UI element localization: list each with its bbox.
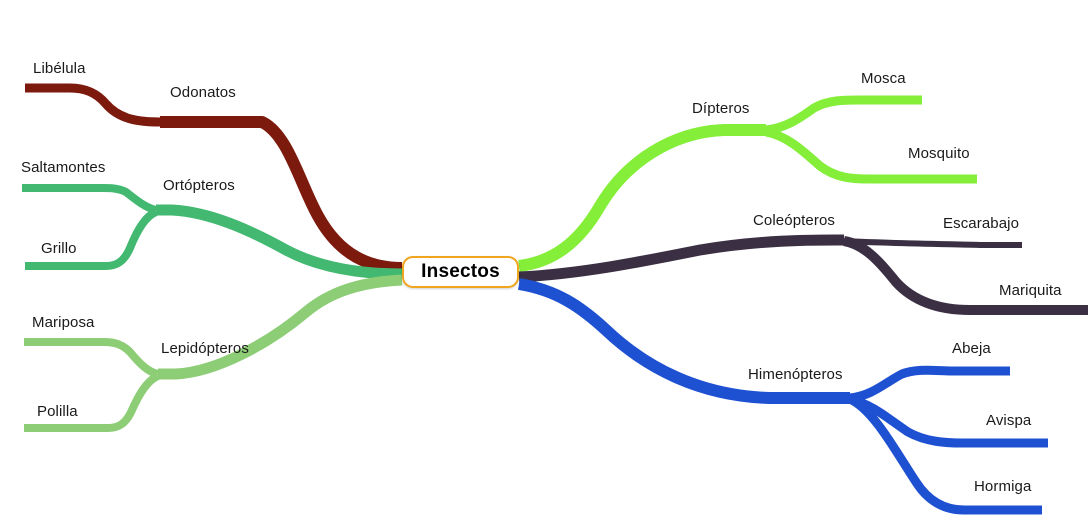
leaf-label-abeja[interactable]: Abeja — [952, 340, 991, 357]
leaf-line-libelula[interactable] — [25, 83, 161, 127]
leaf-label-avispa[interactable]: Avispa — [986, 412, 1032, 429]
leaf-line-mosquito[interactable] — [764, 127, 977, 184]
leaf-line-abeja[interactable] — [849, 365, 1010, 403]
leaf-label-polilla[interactable]: Polilla — [37, 403, 78, 420]
branch-line-dipteros[interactable] — [518, 124, 766, 272]
branch-label-lepidopteros[interactable]: Lepidópteros — [161, 340, 249, 357]
leaf-label-grillo[interactable]: Grillo — [41, 240, 77, 257]
leaf-label-mosquito[interactable]: Mosquito — [908, 145, 970, 162]
branch-line-lepidopteros[interactable] — [158, 274, 403, 380]
branch-line-himenopteros[interactable] — [517, 278, 850, 404]
leaf-line-saltamontes[interactable] — [22, 184, 158, 214]
branch-line-odonatos[interactable] — [160, 116, 403, 274]
leaf-line-mosca[interactable] — [765, 95, 922, 135]
leaf-line-avispa[interactable] — [848, 394, 1048, 448]
branch-line-coleopteros[interactable] — [518, 234, 844, 283]
leaf-label-escarabajo[interactable]: Escarabajo — [943, 215, 1020, 232]
leaf-line-hormiga[interactable] — [847, 394, 1042, 515]
root-node-label: Insectos — [421, 261, 500, 282]
root-node-insectos[interactable]: Insectos — [402, 256, 519, 288]
branch-line-ortopteros[interactable] — [156, 204, 403, 280]
branch-label-dipteros[interactable]: Dípteros — [692, 100, 750, 117]
leaf-label-saltamontes[interactable]: Saltamontes — [21, 159, 106, 176]
leaf-line-mariquita[interactable] — [842, 236, 1088, 315]
branch-label-coleopteros[interactable]: Coleópteros — [753, 212, 835, 229]
leaf-label-mariposa[interactable]: Mariposa — [32, 314, 95, 331]
leaf-line-mariposa[interactable] — [24, 338, 160, 378]
branch-label-odonatos[interactable]: Odonatos — [170, 84, 236, 101]
branch-label-ortopteros[interactable]: Ortópteros — [163, 177, 235, 194]
leaf-line-escarabajo[interactable] — [843, 238, 1022, 248]
leaf-line-grillo[interactable] — [25, 208, 158, 270]
leaf-line-polilla[interactable] — [24, 372, 160, 432]
leaf-label-mosca[interactable]: Mosca — [861, 70, 906, 87]
leaf-label-mariquita[interactable]: Mariquita — [999, 282, 1062, 299]
branch-label-himenopteros[interactable]: Himenópteros — [748, 366, 843, 383]
leaf-label-hormiga[interactable]: Hormiga — [974, 478, 1032, 495]
leaf-label-libelula[interactable]: Libélula — [33, 60, 86, 77]
